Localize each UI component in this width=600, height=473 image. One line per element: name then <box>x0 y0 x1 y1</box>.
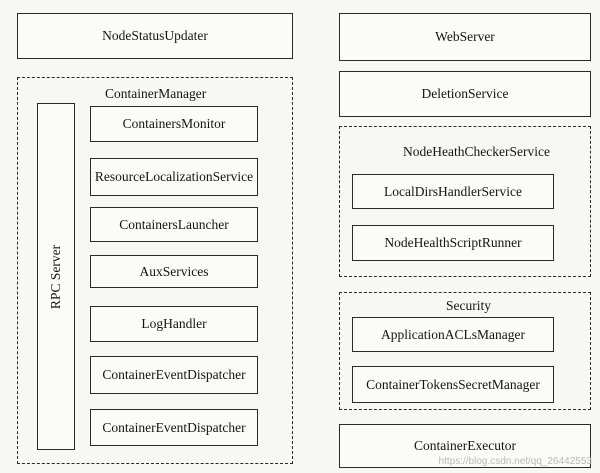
container-manager-title: ContainerManager <box>105 86 207 101</box>
component-box-containers-monitor: ContainersMonitor <box>90 106 258 142</box>
component-label: ContainerEventDispatcher <box>102 419 246 435</box>
component-box-container-event-dispatcher: ContainerEventDispatcher <box>90 356 258 394</box>
component-box-aux-services: AuxServices <box>90 255 258 288</box>
security-group <box>339 292 591 410</box>
component-label: AuxServices <box>139 263 209 279</box>
component-box-log-handler: LogHandler <box>90 306 258 342</box>
container-executor-box: ContainerExecutor <box>339 424 591 468</box>
component-label: ResourceLocalizationService <box>94 169 254 184</box>
web-server-label: WebServer <box>435 29 495 44</box>
component-label: NodeHealthScriptRunner <box>384 235 522 250</box>
component-label: ContainerTokensSecretManager <box>366 376 540 392</box>
node-status-updater-box: NodeStatusUpdater <box>17 13 293 59</box>
component-box-application-acls-manager: ApplicationACLsManager <box>352 317 554 352</box>
component-label: ContainersLauncher <box>119 216 229 232</box>
component-label: LocalDirsHandlerService <box>384 183 522 199</box>
health-checker-group <box>339 126 591 277</box>
node-status-updater-label: NodeStatusUpdater <box>102 28 208 43</box>
component-box-container-event-dispatcher-2: ContainerEventDispatcher <box>90 409 258 446</box>
container-executor-label: ContainerExecutor <box>414 438 516 453</box>
component-box-containers-launcher: ContainersLauncher <box>90 207 258 242</box>
deletion-service-box: DeletionService <box>339 71 591 117</box>
deletion-service-label: DeletionService <box>421 86 509 101</box>
rpc-server-box: RPC Server <box>37 103 75 450</box>
health-checker-title: NodeHeathCheckerService <box>403 144 550 159</box>
component-box-container-tokens-secret-manager: ContainerTokensSecretManager <box>352 366 554 403</box>
component-box-node-health-script-runner: NodeHealthScriptRunner <box>352 225 554 261</box>
component-label: ContainerEventDispatcher <box>102 367 246 382</box>
component-label: LogHandler <box>141 316 207 331</box>
web-server-box: WebServer <box>339 13 591 61</box>
rpc-server-label: RPC Server <box>48 244 63 309</box>
component-box-local-dirs-handler-service: LocalDirsHandlerService <box>352 174 554 209</box>
security-title: Security <box>446 298 491 313</box>
watermark-text: https://blog.csdn.net/qq_26442553 <box>438 456 592 467</box>
container-manager-group <box>17 77 293 464</box>
component-label: ApplicationACLsManager <box>381 326 525 342</box>
component-label: ContainersMonitor <box>122 116 226 131</box>
component-box-resource-localization-service: ResourceLocalizationService <box>90 158 258 196</box>
